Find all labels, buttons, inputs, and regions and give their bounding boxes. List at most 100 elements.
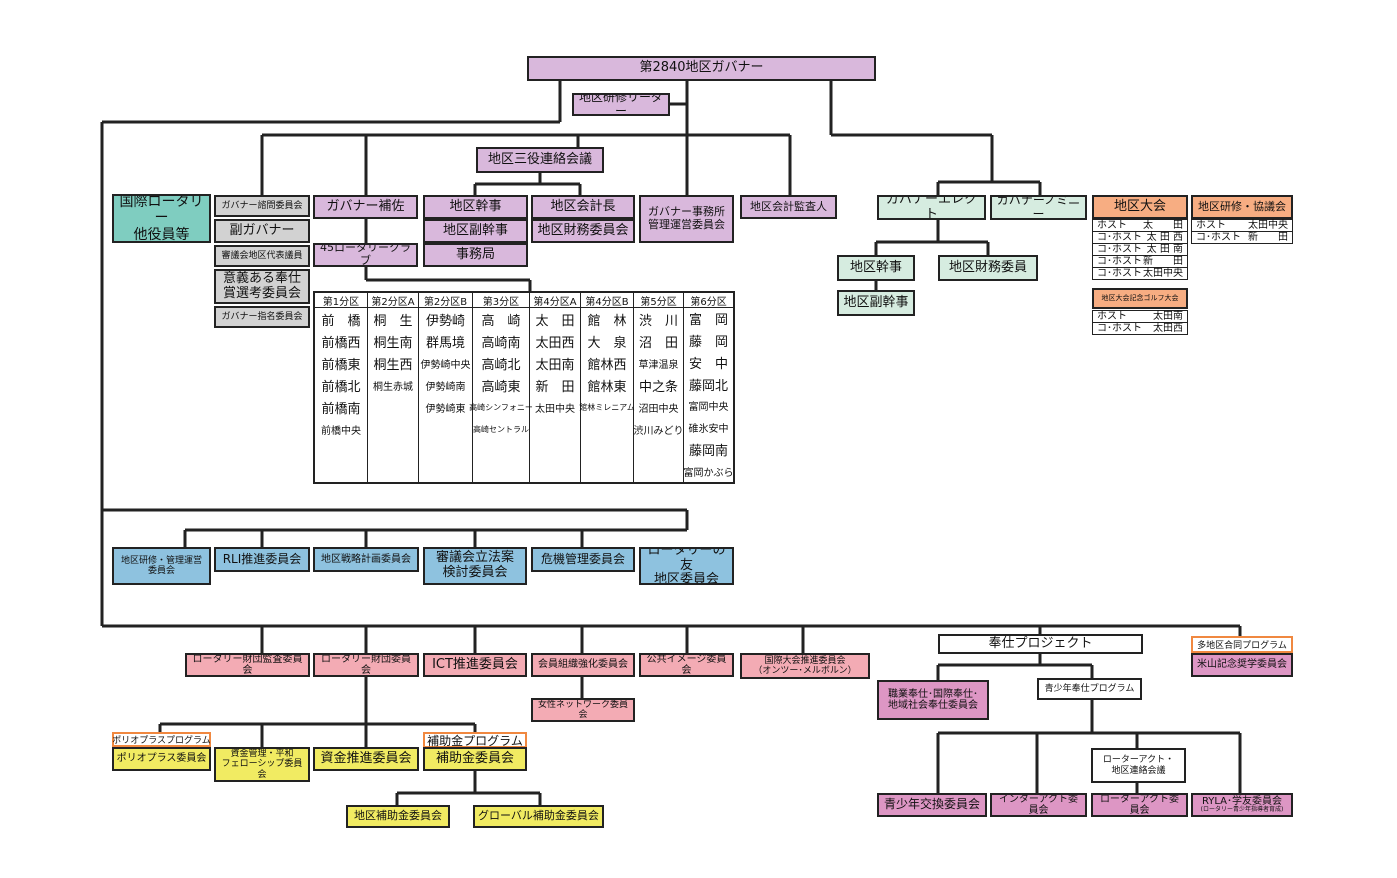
host-role: コ･ホスト (1097, 231, 1142, 243)
multi-district-tag: 多地区合同プログラム (1191, 636, 1293, 653)
host-role: コ･ホスト (1196, 231, 1241, 243)
polio-committee-box: ポリオプラス委員会 (112, 747, 211, 771)
zone-header: 第2分区A (367, 293, 419, 308)
host-club: 太田中央 (1143, 267, 1183, 279)
ryla-label: RYLA･学友委員会 (1201, 795, 1283, 807)
governor-box: 第2840地区ガバナー (527, 56, 876, 81)
fundraising-committee-box: 資金推進委員会 (313, 747, 419, 771)
club-name: 高崎南 (481, 335, 521, 351)
club-name: 藤岡北 (689, 378, 729, 394)
admin-committee-strategic: 地区戦略計画委員会 (313, 547, 419, 572)
host-role: ホスト (1097, 219, 1127, 231)
ryla-box: RYLA･学友委員会 (ロータリー青少年指導者育成) (1191, 793, 1293, 817)
host-row: コ･ホスト太田中央 (1092, 267, 1188, 280)
finance-committee-box: 地区財務委員会 (531, 219, 635, 243)
zone-column: 第5分区渋 川沼 田草津温泉中之条沼田中央渋川みどり (634, 293, 685, 482)
host-club: 新 田 (1248, 231, 1288, 243)
zone-header: 第3分区 (472, 293, 529, 308)
club-name: 富 岡 (689, 313, 729, 329)
global-grant-box: グローバル補助金委員会 (473, 805, 604, 828)
club-name: 伊勢崎南 (425, 381, 466, 393)
club-name: 富岡かぶら (683, 467, 734, 479)
ge-secretary-box: 地区幹事 (837, 255, 915, 281)
ryla-sub-label: (ロータリー青少年指導者育成) (1200, 806, 1284, 814)
zone-header: 第4分区B (581, 293, 634, 308)
club-name: 館 林 (587, 313, 627, 329)
ge-vice-secretary-box: 地区副幹事 (837, 290, 915, 316)
club-name: 藤岡南 (689, 443, 729, 459)
club-name: 館林西 (587, 357, 627, 373)
polio-program-tag: ポリオプラスプログラム (112, 732, 211, 747)
convention-committee-box: 国際大会推進委員会 （オンツー･メルボルン） (740, 653, 870, 679)
club-name: 伊勢崎中央 (420, 359, 471, 371)
secretary-box: 地区幹事 (423, 195, 528, 219)
host-row: コ･ホスト太 田 西 (1092, 231, 1188, 244)
club-name: 桐生西 (373, 357, 413, 373)
club-name: 沼田中央 (638, 403, 679, 415)
club-name: 高崎北 (481, 357, 521, 373)
assistant-governor-box: ガバナー補佐 (313, 195, 418, 219)
club-name: 太 田 (535, 313, 575, 329)
club-name: 高崎シンフォニー (469, 402, 533, 412)
club-name: 太田南 (535, 357, 575, 373)
tri-council-box: 地区三役連絡会議 (476, 147, 604, 173)
service-award-committee-box: 意義ある奉仕 賞選考委員会 (214, 269, 310, 304)
governor-elect-box: ガバナーエレクト (877, 195, 986, 220)
club-name: 新 田 (535, 379, 575, 395)
advisory-committee-box: ガバナー諮問委員会 (214, 195, 310, 217)
ri-officers-box: 国際ロータリー 他役員等 (112, 194, 211, 243)
club-name: 渋 川 (639, 313, 679, 329)
grant-program-tag: 補助金プログラム (423, 732, 527, 748)
membership-committee-box: 会員組織強化委員会 (531, 653, 635, 677)
club-name: 桐 生 (373, 313, 413, 329)
vice-governor-box: 副ガバナー (214, 219, 310, 243)
zone-header: 第5分区 (634, 293, 684, 308)
governor-nominee-box: ガバナーノミニー (990, 195, 1087, 220)
vocational-committee-box: 職業奉仕･国際奉仕･ 地域社会奉仕委員会 (877, 680, 989, 720)
admin-committee-legislation: 審議会立法案 検討委員会 (423, 547, 527, 585)
host-role: ホスト (1097, 310, 1127, 322)
host-club: 太 田 西 (1146, 231, 1183, 243)
rotaract-box: ローターアクト委員会 (1091, 793, 1188, 817)
host-row: コ･ホスト新 田 (1092, 255, 1188, 268)
golf-title-box: 地区大会記念ゴルフ大会 (1092, 288, 1188, 309)
host-role: コ･ホスト (1097, 267, 1142, 279)
club-name: 伊勢崎東 (425, 403, 466, 415)
club-name: 伊勢崎 (425, 313, 465, 329)
service-projects-box: 奉仕プロジェクト (938, 634, 1143, 654)
training-assembly-title-box: 地区研修・協議会 (1191, 195, 1293, 219)
club-name: 前橋南 (321, 401, 361, 417)
stewardship-committee-box: 資金管理・平和 フェローシップ委員会 (214, 747, 310, 782)
youth-program-box: 青少年奉仕プログラム (1037, 678, 1142, 700)
district-grant-box: 地区補助金委員会 (346, 805, 450, 828)
auditor-box: 地区会計監査人 (740, 195, 837, 219)
vice-secretary-box: 地区副幹事 (423, 219, 528, 243)
admin-committee-rli: RLI推進委員会 (214, 547, 310, 572)
host-club: 太田南 (1153, 310, 1183, 322)
host-row: コ･ホスト太 田 南 (1092, 243, 1188, 256)
governor-office-committee-box: ガバナー事務所 管理運営委員会 (639, 195, 734, 243)
office-box: 事務局 (423, 243, 528, 267)
zone-column: 第1分区前 橋前橋西前橋東前橋北前橋南前橋中央 (315, 293, 368, 482)
clubs-45-box: 45ロータリークラブ (313, 243, 418, 267)
club-name: 前橋東 (321, 357, 361, 373)
club-name: 富岡中央 (688, 402, 729, 414)
treasurer-box: 地区会計長 (531, 195, 635, 219)
club-name: 高崎セントラル (472, 424, 529, 434)
club-name: 前橋北 (321, 379, 361, 395)
host-row: コ･ホスト新 田 (1191, 231, 1293, 244)
ge-finance-box: 地区財務委員 (938, 255, 1038, 281)
grant-committee-box: 補助金委員会 (423, 747, 527, 771)
club-name: 安 中 (689, 356, 729, 372)
admin-committee-training: 地区研修・管理運営 委員会 (112, 547, 211, 585)
foundation-audit-box: ロータリー財団監査委員会 (185, 653, 310, 677)
host-club: 太 田 南 (1146, 243, 1183, 255)
zone-header: 第6分区 (684, 293, 734, 308)
club-name: 桐生赤城 (373, 381, 413, 393)
nominating-committee-box: ガバナー指名委員会 (214, 306, 310, 328)
